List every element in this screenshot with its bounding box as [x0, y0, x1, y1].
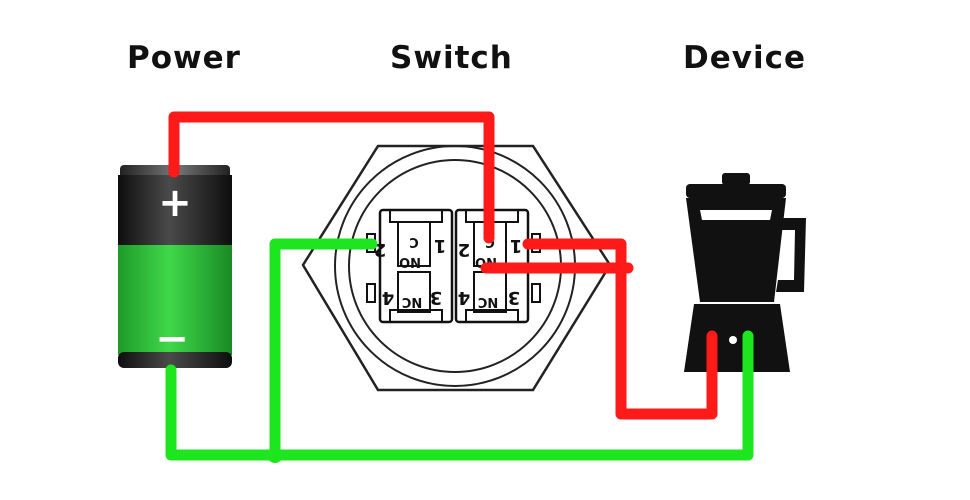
switch-left-block-bottom-tab: [389, 309, 443, 323]
pin-left-1: 1: [434, 235, 447, 256]
pin-right-4: 4: [458, 287, 471, 308]
wire-negative-battery-to-device: [165, 330, 754, 461]
pin-left-c: C: [409, 234, 419, 249]
battery-negative-sign: −: [155, 316, 189, 362]
battery: + −: [118, 165, 232, 368]
switch-terminal-left-bottom: [366, 283, 376, 303]
wire-junction-dot: [267, 447, 283, 463]
switch-hex-nut: [301, 144, 612, 392]
device-label: Device: [683, 40, 806, 76]
switch-terminal-right-bottom: [531, 283, 541, 303]
pin-right-2: 2: [458, 239, 471, 260]
pin-left-nc: NC: [402, 294, 422, 309]
pin-right-nc: NC: [478, 294, 498, 309]
wire-negative-switch-to-ground: [269, 238, 378, 461]
blender-jar-window: [700, 210, 772, 220]
blender-jar: [686, 198, 786, 302]
power-label: Power: [127, 40, 241, 76]
switch-right-block-bottom-tab: [465, 309, 519, 323]
battery-bottom-cap: [118, 352, 232, 368]
switch-left-lower-contact: [397, 271, 431, 313]
switch-left-upper-contact: [397, 221, 431, 267]
blender-indicator-light: [729, 336, 737, 344]
pin-left-3: 3: [430, 287, 443, 308]
pin-right-3: 3: [508, 287, 521, 308]
battery-green-section: [118, 245, 232, 355]
switch-label: Switch: [390, 40, 513, 76]
switch: [301, 144, 612, 392]
switch-left-block-top-tab: [389, 209, 443, 223]
blender-lid-knob: [722, 173, 750, 185]
blender-handle: [776, 218, 806, 292]
pin-left-no: NO: [399, 254, 421, 269]
pin-left-4: 4: [382, 287, 395, 308]
battery-dark-section: [118, 175, 232, 245]
wire-positive-battery-to-switch: [168, 111, 495, 244]
pin-right-1: 1: [510, 235, 523, 256]
blender-lid: [686, 184, 786, 198]
blender-base: [684, 304, 790, 372]
wire-positive-switch-to-device: [522, 238, 718, 420]
battery-positive-sign: +: [158, 180, 192, 226]
